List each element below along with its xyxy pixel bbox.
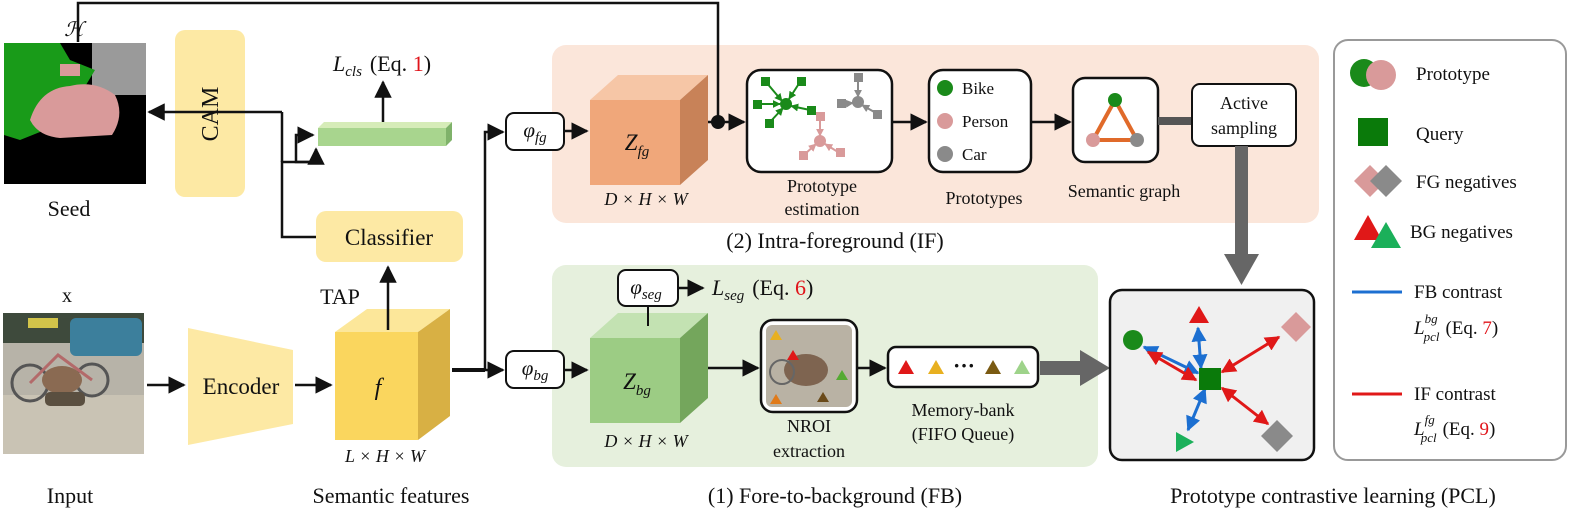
phi-bg-label: φbg xyxy=(522,356,549,384)
bank-item-lightgreen xyxy=(1014,360,1030,374)
fg-cube-label: Zfg xyxy=(625,130,650,160)
estimation-glyph-gray xyxy=(837,73,882,119)
legend-query-icon xyxy=(1358,118,1388,146)
pcl-query xyxy=(1199,368,1221,390)
semantic-graph-box xyxy=(1071,76,1160,164)
phi-bg-box xyxy=(505,350,565,389)
bank-item-red xyxy=(898,360,914,374)
sampling-to-pcl-arrow xyxy=(1224,146,1259,285)
legend-if-contrast: IF contrast xyxy=(1414,384,1497,405)
bg-cube-dims: D × H × W xyxy=(603,431,689,451)
estimation-caption-1: Prototype xyxy=(787,176,857,196)
class-person: Person xyxy=(962,112,1009,131)
bg-cube-label: Zbg xyxy=(623,369,651,399)
encoder-label: Encoder xyxy=(203,374,280,399)
cam-label: CAM xyxy=(198,87,224,142)
input-var: x xyxy=(62,285,72,307)
feature-caption: Semantic features xyxy=(313,483,470,508)
phi-seg-label: φseg xyxy=(630,275,662,303)
legend-bg-negatives-icon xyxy=(1354,215,1401,248)
legend-fg-negatives: FG negatives xyxy=(1416,172,1517,193)
legend-prototype-icon xyxy=(1350,59,1396,90)
feature-dims: L × H × W xyxy=(344,446,427,466)
legend-fg-negatives-icon xyxy=(1354,165,1402,197)
loss-cls: Lcls(Eq. 1) xyxy=(332,51,431,80)
pcl-prototype-bike xyxy=(1123,330,1143,350)
pcl-fg-negative-gray xyxy=(1261,420,1293,452)
seed-symbol: ℋ xyxy=(64,19,87,41)
semantic-graph-glyph xyxy=(1086,93,1144,147)
nroi-image xyxy=(766,325,852,407)
bank-caption-1: Memory-bank xyxy=(912,400,1015,420)
nroi-caption-1: NROI xyxy=(787,416,831,436)
estimation-caption-2: estimation xyxy=(785,199,860,219)
tap-label: TAP xyxy=(320,284,360,309)
prototypes-caption: Prototypes xyxy=(945,188,1022,208)
class-car: Car xyxy=(962,145,987,164)
fg-cube-dims: D × H × W xyxy=(603,189,689,209)
encoder-block xyxy=(188,328,293,445)
seed-caption: Seed xyxy=(48,196,91,221)
bg-cube xyxy=(590,313,708,423)
bank-item-yellow xyxy=(928,360,944,374)
bank-ellipsis: ··· xyxy=(953,353,975,378)
feature-cube xyxy=(335,309,450,440)
loss-seg: Lseg(Eq. 6) xyxy=(711,275,813,304)
bank-caption-2: (FIFO Queue) xyxy=(912,424,1014,445)
feature-symbol: f xyxy=(375,375,385,401)
semantic-graph-caption: Semantic graph xyxy=(1068,181,1180,201)
classifier-label: Classifier xyxy=(345,225,433,250)
bank-to-pcl-arrow xyxy=(1040,350,1110,386)
pcl-caption: Prototype contrastive learning (PCL) xyxy=(1170,483,1496,508)
input-image xyxy=(3,313,144,454)
fb-branch-title: (1) Fore-to-background (FB) xyxy=(708,483,962,508)
prototype-bike-dot xyxy=(937,80,953,96)
legend-query: Query xyxy=(1416,124,1464,145)
estimation-glyph-green xyxy=(753,77,816,128)
class-bike: Bike xyxy=(962,79,994,98)
bank-item-brown xyxy=(985,360,1001,374)
cam-block xyxy=(175,30,245,197)
prototype-person-dot xyxy=(937,113,953,129)
nroi-caption-2: extraction xyxy=(773,441,845,461)
prototype-car-dot xyxy=(937,146,953,162)
backbone-arrows xyxy=(76,1,720,394)
legend-bg-negatives: BG negatives xyxy=(1410,222,1513,243)
junction-dot xyxy=(711,115,725,129)
active-sampling-2: sampling xyxy=(1211,118,1277,138)
legend-fb-contrast: FB contrast xyxy=(1414,282,1503,303)
if-branch-title: (2) Intra-foreground (IF) xyxy=(726,228,943,253)
classifier-output-bar xyxy=(318,122,452,146)
pcl-bg-negative-red xyxy=(1189,306,1209,323)
fg-cube xyxy=(590,75,708,185)
active-sampling-1: Active xyxy=(1220,93,1268,113)
pcl-fg-negative-pink xyxy=(1281,312,1311,342)
estimation-glyph-pink xyxy=(799,112,845,160)
input-caption: Input xyxy=(47,483,93,508)
pcl-if-contrast-edges xyxy=(1146,335,1281,426)
phi-fg-label: φfg xyxy=(523,118,547,146)
legend-prototype: Prototype xyxy=(1416,64,1490,85)
memory-bank-box xyxy=(886,345,1040,389)
phi-fg-box xyxy=(505,112,565,151)
seed-image xyxy=(4,43,146,184)
pcl-bg-negative-green xyxy=(1176,432,1194,452)
branch-split-arrows xyxy=(452,123,505,379)
legend-panel xyxy=(1333,39,1567,461)
classifier-block xyxy=(316,211,463,262)
